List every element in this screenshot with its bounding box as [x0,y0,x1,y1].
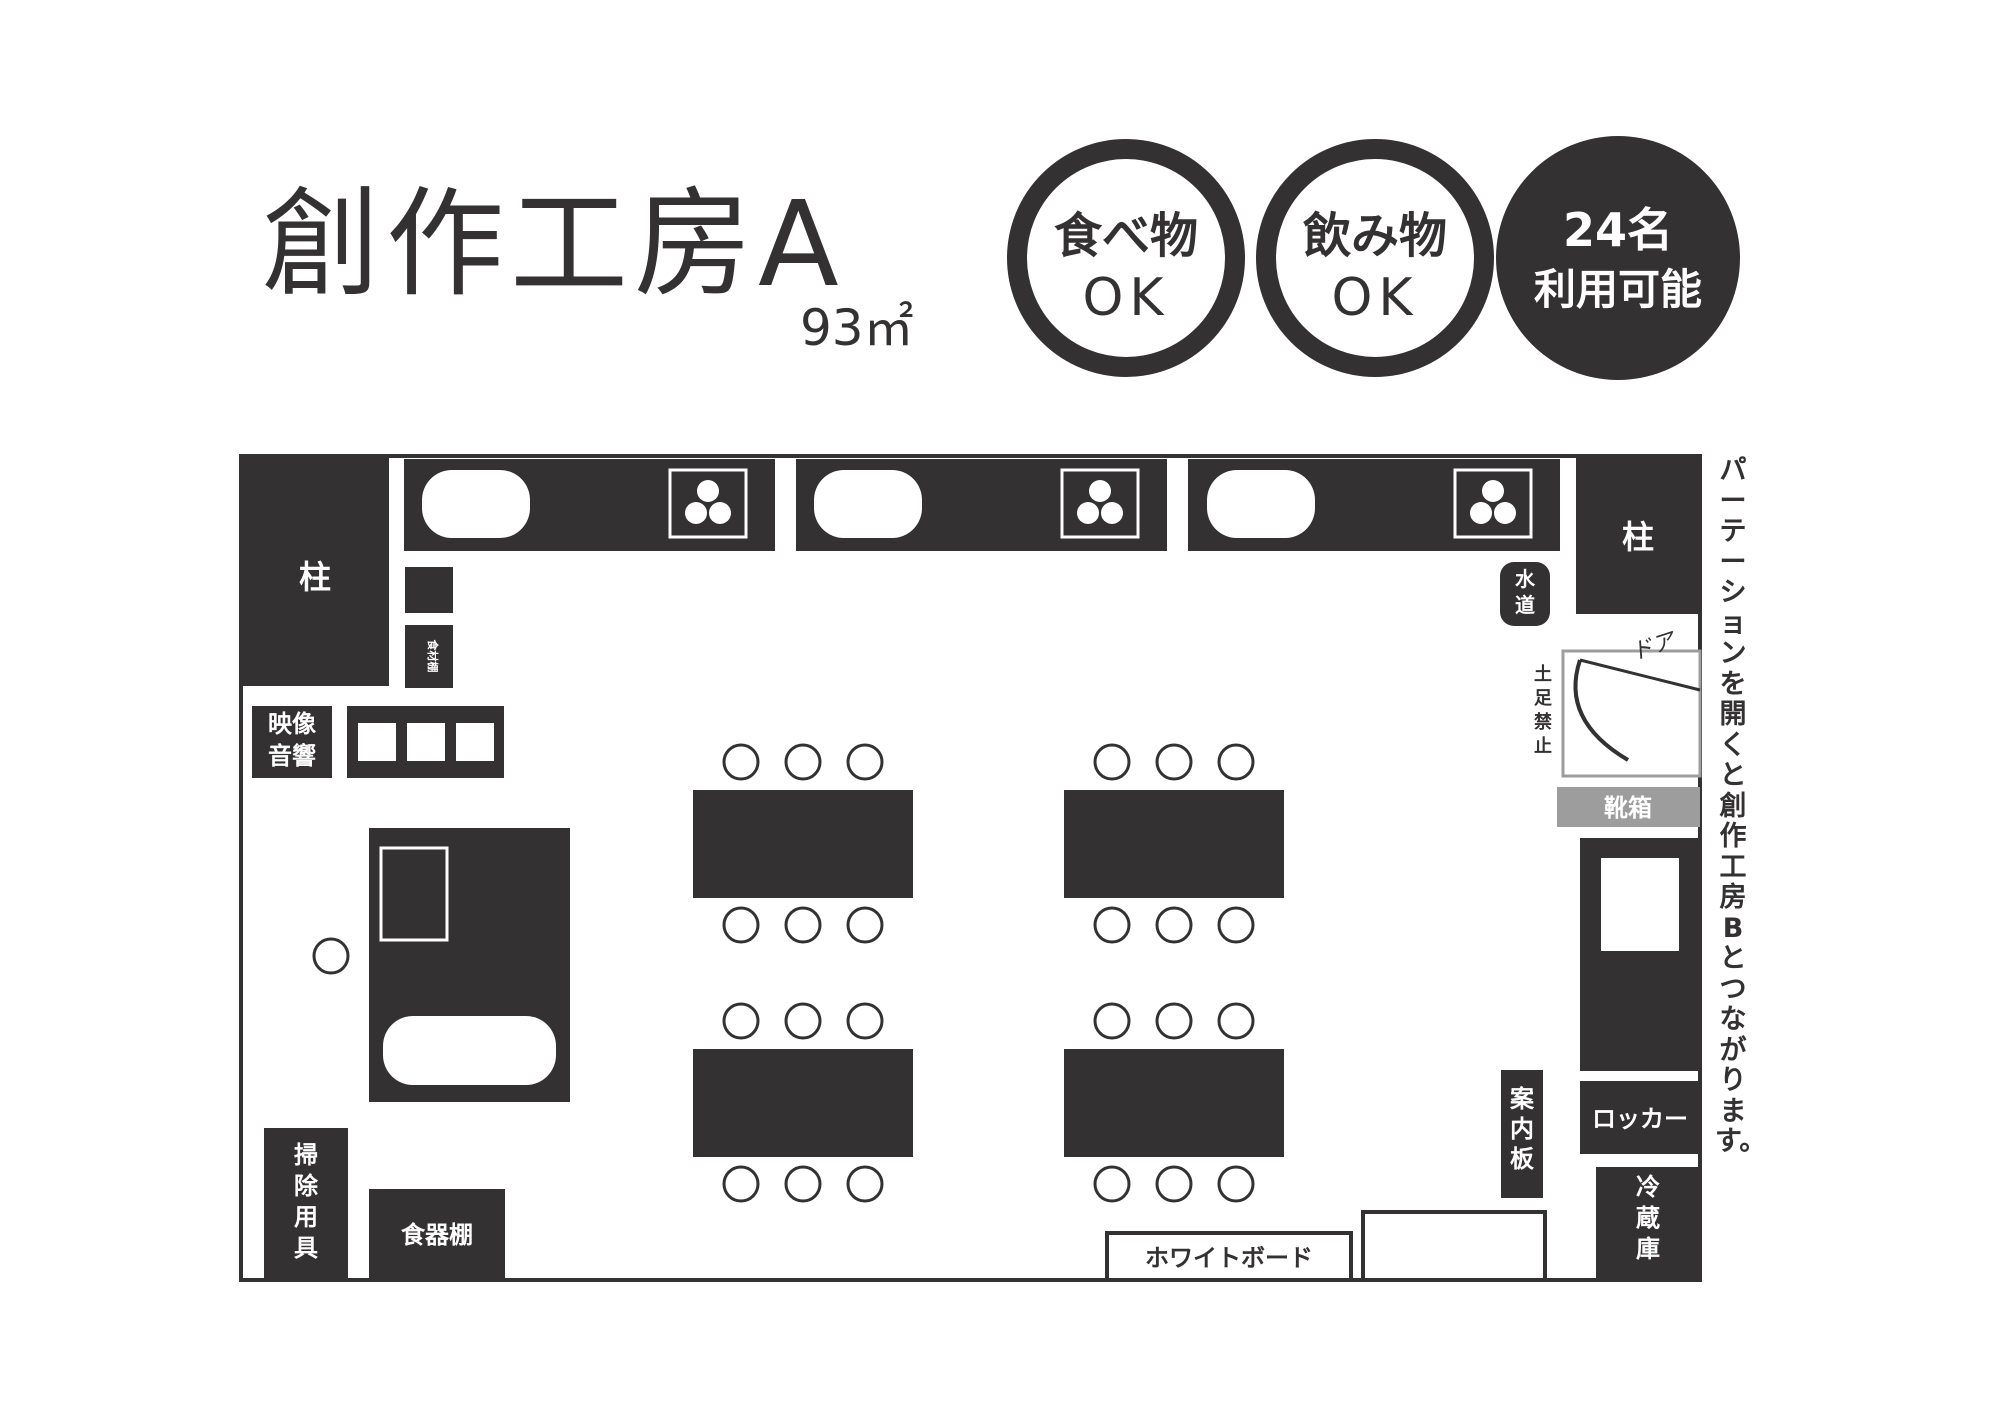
av-equipment: 映像音響 [252,706,504,778]
sink-3 [1207,470,1315,538]
capacity-badge: 24名 利用可能 [1496,136,1740,380]
chairs [722,743,1255,1203]
av-label: 映像音響 [268,710,316,770]
info-board [1501,1070,1543,1198]
dish-shelf [369,1189,505,1278]
sink-1 [422,470,530,538]
water-tap [1500,562,1550,626]
kitchen-counter-2 [796,459,1167,551]
stove-3 [1453,468,1533,539]
cabinet-window [1601,858,1679,951]
food-badge-line2: OK [1082,268,1169,328]
dining-table-2 [1064,790,1284,898]
food-ok-badge: 食べ物 OK [1007,139,1245,377]
drink-badge-line1: 飲み物 [1303,208,1447,264]
dining-table-3 [693,1049,913,1157]
food-material-shelf [405,625,453,688]
capacity-badge-line2: 利用可能 [1534,265,1702,314]
info-board-label: 案内板 [1510,1085,1534,1173]
door-swing [1573,659,1630,762]
kitchen-counter-1 [404,459,775,551]
shoe-box [1557,787,1700,827]
cleaning-supplies [264,1128,348,1278]
stove-2 [1060,468,1140,539]
pillar-left-label: 柱 [299,558,331,596]
door-leaf [1579,658,1701,692]
fridge [1596,1167,1700,1280]
room-area: 93㎡ [800,299,914,357]
whiteboard-label: ホワイトボード [1145,1244,1313,1272]
small-box [405,567,453,613]
whiteboard [1105,1231,1353,1282]
cooking-island [369,828,570,1102]
pillar-right [1576,456,1700,614]
dining-table-4 [1064,1049,1284,1157]
locker [1580,1081,1700,1154]
capacity-badge-line1: 24名 [1563,203,1673,257]
sink-2 [814,470,922,538]
shoe-box-label: 靴箱 [1604,794,1652,822]
room-title: 創作工房A [262,175,845,313]
locker-label: ロッカー [1592,1105,1688,1133]
dish-shelf-label: 食器棚 [401,1221,473,1249]
kitchen-counter-3 [1188,459,1560,551]
pillar-left [241,456,389,686]
island-stool [312,937,350,975]
fridge-label: 冷蔵庫 [1636,1173,1660,1263]
pillar-right-label: 柱 [1622,518,1654,556]
island-sink [383,1016,556,1085]
food-badge-line1: 食べ物 [1054,208,1198,264]
no-shoes-label: 土足禁止 [1534,664,1552,757]
dining-table-1 [693,790,913,898]
entrance: ドア [1561,627,1702,778]
partition-note: パーテーションを開くと創作工房Bとつながります。 [1715,456,1758,1157]
water-label: 水道 [1515,567,1535,617]
drink-badge-line2: OK [1331,268,1418,328]
food-material-label: 食材棚 [426,640,440,673]
drink-ok-badge: 飲み物 OK [1256,139,1494,377]
counter-box [1361,1210,1547,1282]
cleaning-label: 掃除用具 [294,1141,318,1262]
